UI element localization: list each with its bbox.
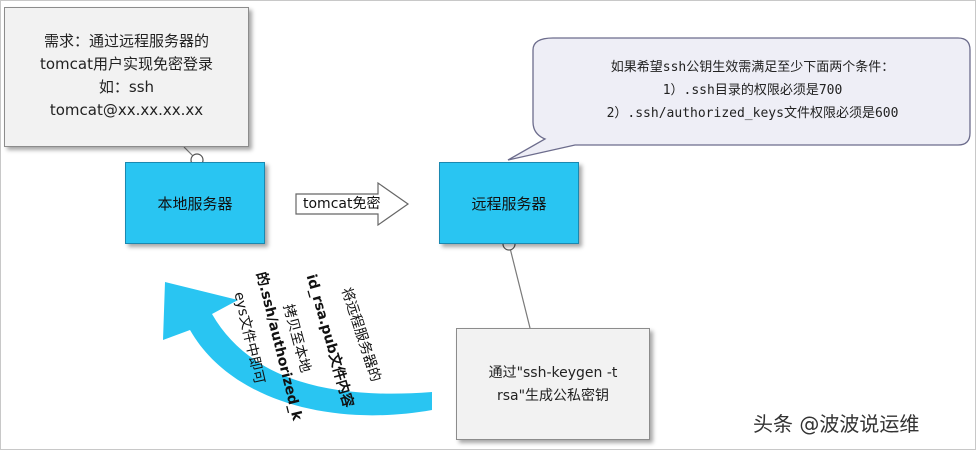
requirement-line-1: 需求：通过远程服务器的 [43,32,209,50]
requirement-note: 需求：通过远程服务器的 tomcat用户实现免密登录 如：ssh tomcat@… [4,7,249,147]
conditions-text: 如果希望ssh公钥生效需满足至少下面两个条件： 1）.ssh目录的权限必须是70… [540,56,965,125]
conditions-line-1: 如果希望ssh公钥生效需满足至少下面两个条件： [610,60,895,75]
local-server-label: 本地服务器 [157,194,233,213]
keygen-line-1: 通过"ssh-keygen -t [488,365,618,381]
keygen-connector [508,243,531,329]
requirement-line-4: tomcat@xx.xx.xx.xx [49,101,204,119]
tomcat-arrow-label: tomcat免密 [303,196,381,212]
remote-server-box: 远程服务器 [439,162,579,244]
watermark: 头条 @波波说运维 [753,412,920,436]
conditions-line-3: 2）.ssh/authorized_keys文件权限必须是600 [606,106,899,121]
conditions-bubble [507,37,971,161]
tomcat-arrow [295,181,410,227]
requirement-line-2: tomcat用户实现免密登录 [40,55,213,73]
keygen-note: 通过"ssh-keygen -t rsa"生成公私密钥 [456,328,650,440]
curved-arrow [163,282,432,416]
remote-server-label: 远程服务器 [471,194,547,213]
local-server-box: 本地服务器 [125,162,265,244]
requirement-line-3: 如：ssh [98,78,155,96]
keygen-line-2: rsa"生成公私密钥 [496,388,610,404]
conditions-line-2: 1）.ssh目录的权限必须是700 [662,83,843,98]
